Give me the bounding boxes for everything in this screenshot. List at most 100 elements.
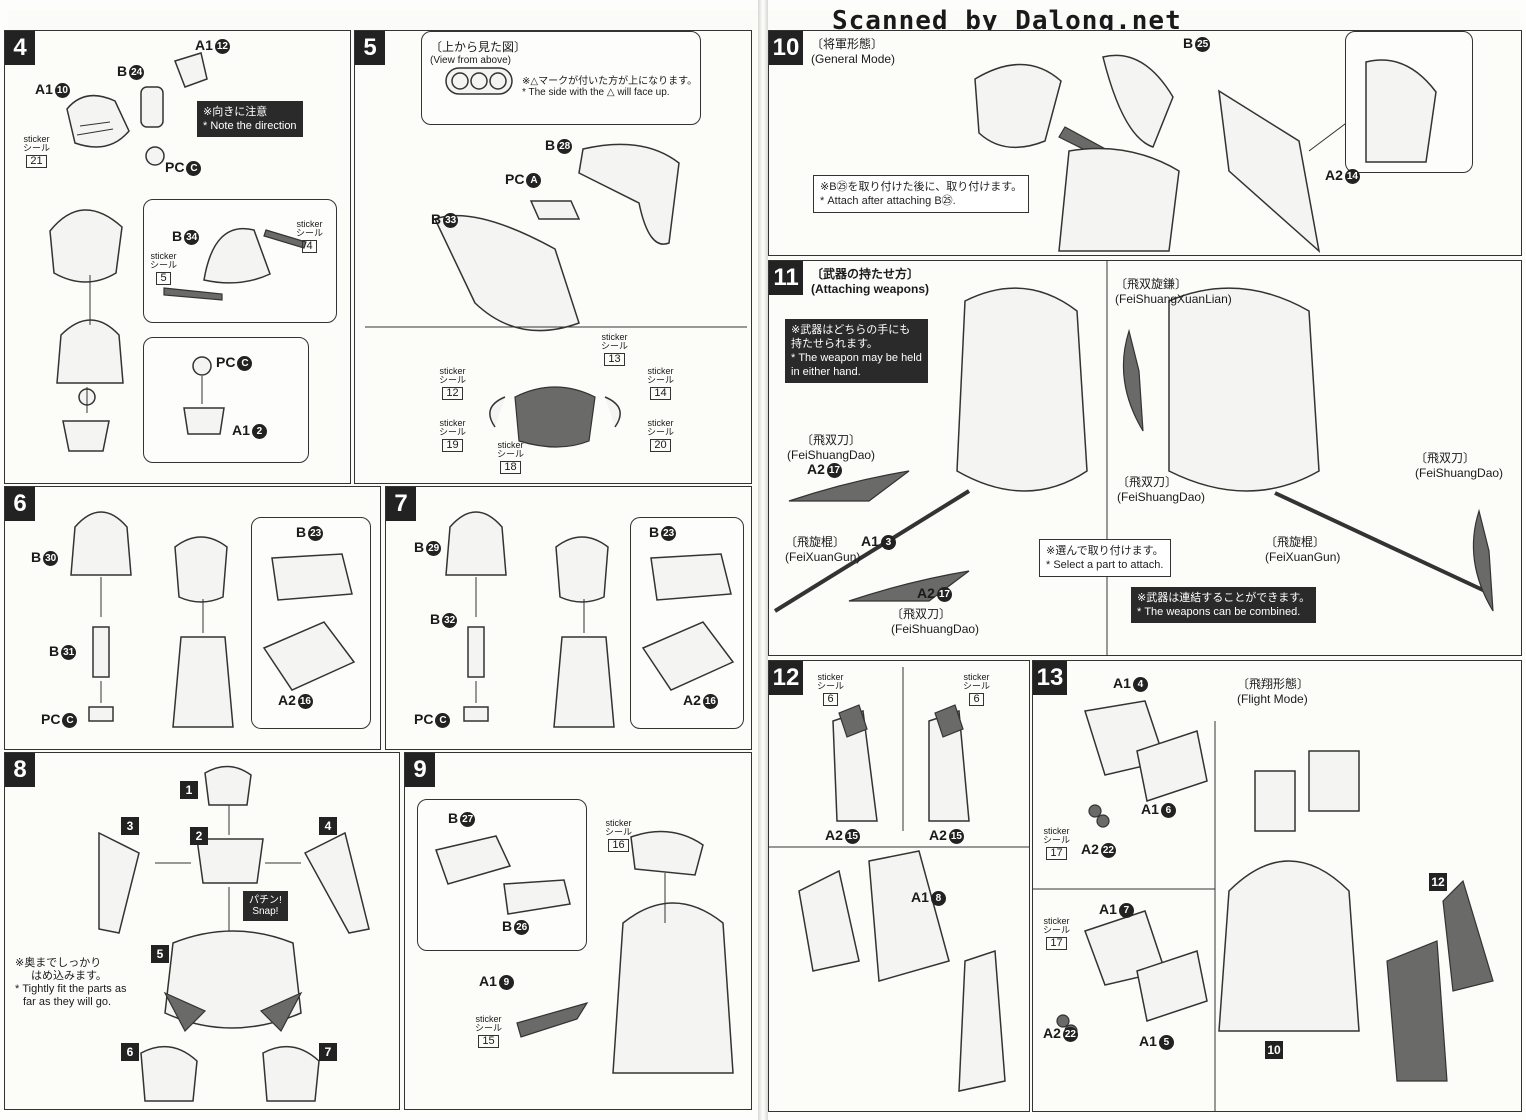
general-mode-caption: 〔将軍形態〕(General Mode) [811, 37, 896, 66]
part-4: 4 [319, 817, 337, 835]
step-8-illustration [98, 765, 370, 1102]
flight-mode-caption: 〔飛翔形態〕(Flight Mode) [1237, 677, 1310, 706]
part-1: 1 [180, 781, 198, 799]
view-from-above-callout: 〔上から見た図〕(View from above) ※△マークが付いた方が上にな… [421, 31, 701, 125]
step-number: 10 [769, 31, 803, 65]
part-2: 2 [190, 827, 208, 845]
step-number: 11 [769, 261, 803, 295]
step-number: 5 [355, 31, 385, 65]
part-10: 10 [1265, 1041, 1283, 1059]
step-number: 9 [405, 753, 435, 787]
view-caption: 〔上から見た図〕(View from above) [430, 40, 527, 66]
step-10-illustration [974, 54, 1350, 254]
mark-caption: ※△マークが付いた方が上になります。* The side with the △ … [522, 76, 698, 98]
step-11-illustration [773, 261, 1494, 655]
part-12: 12 [1429, 873, 1447, 891]
step-number: 7 [386, 487, 416, 521]
feishuangdao-caption-3: 〔飛双刀〕(FeiShuangDao) [1117, 475, 1206, 504]
page-gutter [758, 0, 768, 1120]
feishuangxuanlian-caption: 〔飛双旋鎌〕(FeiShuangXuanLian) [1115, 277, 1232, 306]
step-number: 6 [5, 487, 35, 521]
step-5-illustration [365, 143, 747, 448]
step-6-illustration [70, 511, 234, 728]
feixuangun-caption-1: 〔飛旋棍〕(FeiXuanGun) [785, 535, 861, 564]
step-number: 8 [5, 753, 35, 787]
step-number: 12 [769, 661, 803, 695]
step-8-panel: 8 1 2 3 4 5 6 7 パチン!Snap! ※奥までしっかりはめ込みます… [4, 752, 400, 1110]
step-11-panel: 11 〔武器の持たせ方〕(Attaching weapons) ※武器はどちらの… [768, 260, 1522, 656]
step-4-illustration [49, 52, 208, 452]
part-7: 7 [319, 1043, 337, 1061]
step-9-illustration [516, 830, 734, 1074]
step-7-illustration [445, 511, 615, 728]
feishuangdao-caption-4: 〔飛双刀〕(FeiShuangDao) [1415, 451, 1504, 480]
attaching-weapons-caption: 〔武器の持たせ方〕(Attaching weapons) [811, 267, 930, 296]
step-number: 13 [1033, 661, 1067, 695]
feishuangdao-caption-1: 〔飛双刀〕(FeiShuangDao) [787, 433, 876, 462]
step-number: 4 [5, 31, 35, 65]
feishuangdao-caption-2: 〔飛双刀〕(FeiShuangDao) [891, 607, 980, 636]
part-6: 6 [121, 1043, 139, 1061]
step-10-detail [1345, 31, 1473, 173]
snap-badge: パチン!Snap! [243, 891, 288, 921]
